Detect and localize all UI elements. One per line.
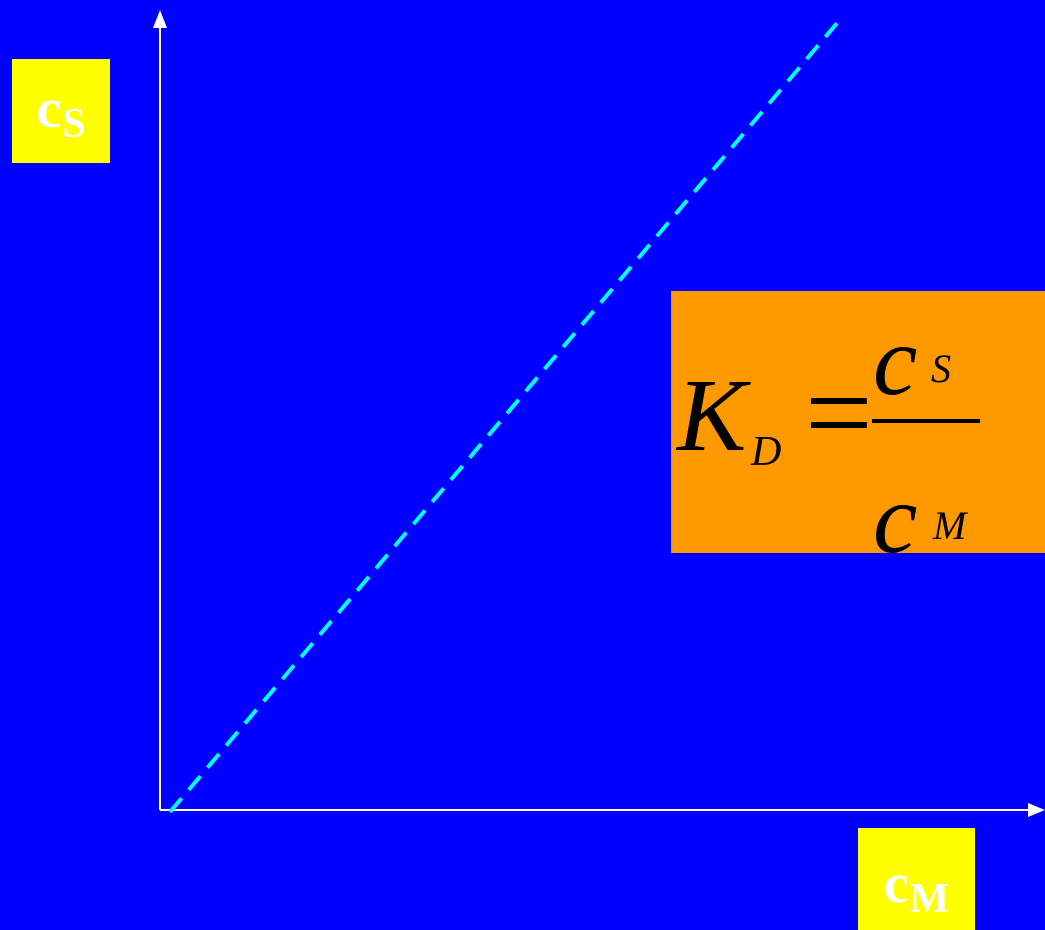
fraction-bar (872, 419, 980, 423)
formula-lhs: K (677, 358, 747, 473)
y-axis-label-main: c (36, 78, 62, 140)
formula-denominator: c (873, 463, 918, 574)
formula-lhs-sub: D (751, 429, 782, 475)
formula-denominator-sub: M (933, 503, 967, 548)
x-axis-label-sub: M (909, 876, 950, 922)
x-axis-label-main: c (883, 853, 909, 915)
formula-box: K D = c S c M (671, 291, 1045, 569)
y-axis-arrow (153, 10, 167, 28)
formula-equals: = (805, 346, 873, 479)
formula-numerator-sub: S (931, 346, 951, 391)
y-axis-label-sub: S (62, 101, 86, 147)
x-axis-arrow (1028, 803, 1045, 817)
formula-numerator: c (873, 305, 918, 416)
